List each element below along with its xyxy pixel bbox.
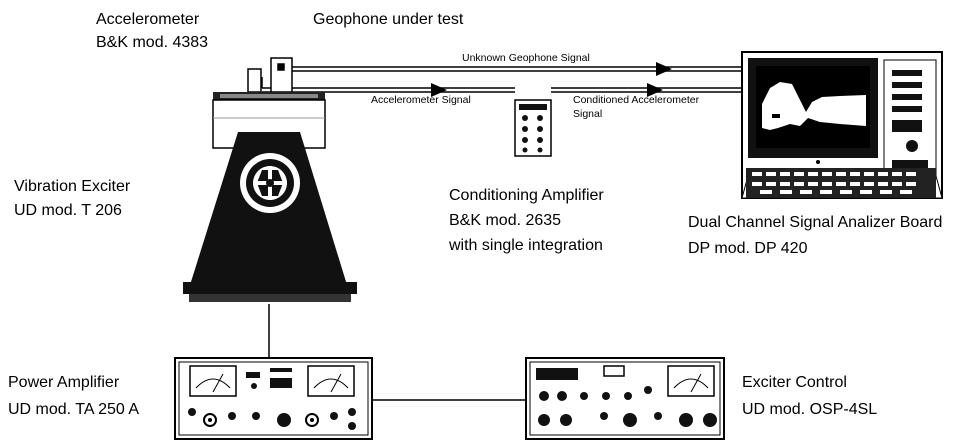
sensors: [247, 57, 293, 93]
accelerometer-name: Accelerometer: [96, 11, 200, 28]
accelerometer-model: B&K mod. 4383: [96, 34, 209, 51]
analyzer-model: DP mod. DP 420: [688, 240, 808, 257]
signal-arrows: [431, 62, 672, 97]
geophone-arrow: [656, 62, 672, 76]
power-amplifier-unit: [174, 357, 373, 440]
analyzer-name: Dual Channel Signal Analizer Board: [688, 214, 943, 231]
exciter-control-model: UD mod. OSP-4SL: [742, 401, 878, 418]
conditioning-amplifier-note: with single integration: [449, 237, 603, 254]
accelerometer-arrow: [431, 83, 447, 97]
exciter-control-name: Exciter Control: [742, 374, 847, 391]
accelerometer-signal-label: Accelerometer Signal: [371, 94, 471, 106]
accelerometer-sensor: [247, 68, 262, 93]
power-amplifier-name: Power Amplifier: [8, 374, 120, 391]
unknown-geophone-signal-label: Unknown Geophone Signal: [462, 52, 590, 64]
power-amplifier-model: UD mod. TA 250 A: [8, 401, 140, 418]
conditioning-amplifier-name: Conditioning Amplifier: [449, 187, 604, 204]
vibration-exciter-model: UD mod. T 206: [14, 202, 122, 219]
geophone-sensor: [270, 57, 293, 93]
exciter-control-unit: [525, 357, 725, 440]
conditioning-amplifier-model: B&K mod. 2635: [449, 212, 562, 229]
signal-lines: [261, 66, 742, 401]
conditioned-signal-label-line2: Signal: [573, 108, 603, 120]
signal-analyzer-unit: [741, 51, 943, 199]
geophone-label: Geophone under test: [313, 11, 464, 28]
vibration-exciter: [183, 92, 357, 302]
vibration-exciter-name: Vibration Exciter: [14, 178, 131, 195]
conditioned-arrow: [647, 83, 663, 97]
conditioning-amplifier-unit: [514, 99, 552, 157]
conditioned-signal-label-line1: Conditioned Accelerometer: [573, 94, 700, 106]
